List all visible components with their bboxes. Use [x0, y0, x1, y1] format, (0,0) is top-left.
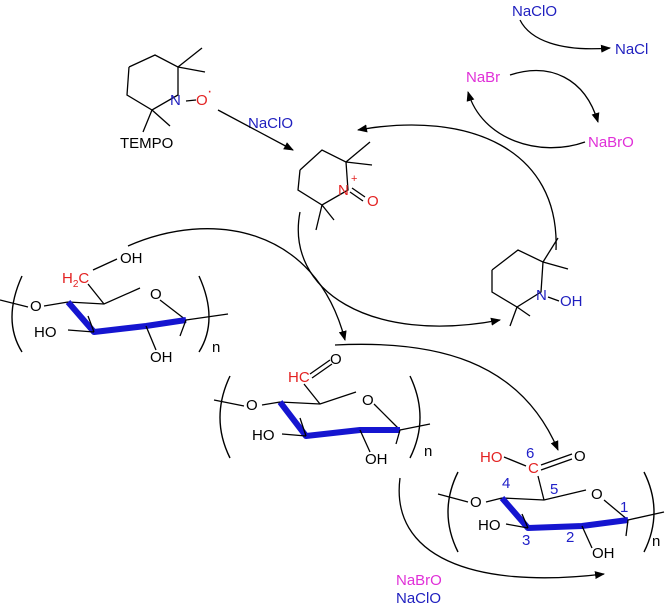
cellulose-bracket-left	[11, 275, 23, 353]
oxoammonium-o-atom: O	[367, 193, 379, 210]
overall-oxidation-arrow	[398, 477, 605, 580]
aldehyde-repeat-n: n	[424, 443, 432, 460]
cellulose-oh-top: OH	[120, 250, 143, 267]
aldehyde-hc: HC	[288, 369, 310, 386]
aldehyde-bracket-right	[409, 375, 421, 459]
aldehyde-bracket-left	[219, 375, 231, 459]
aldehyde-o-top: O	[330, 351, 342, 368]
carbon-number-6: 6	[526, 445, 534, 462]
tempo-radical-dot: ·	[207, 83, 212, 100]
acid-ho-ring: HO	[478, 517, 501, 534]
oxoammonium-molecule: N + O	[297, 141, 379, 231]
hydroxylamine-molecule: N OH	[491, 237, 583, 327]
acid-o-top: O	[574, 448, 586, 465]
aldehyde-ring-o: O	[362, 392, 374, 409]
carbon-number-4: 4	[502, 475, 510, 492]
carbon-number-3: 3	[522, 532, 530, 549]
carboxyl-unit: HO C O O O HO OH 1 2 3 4 5 6 n	[437, 445, 665, 562]
naclo-to-nacl-arrow	[519, 19, 611, 53]
tempo-molecule: N O · TEMPO	[120, 47, 212, 152]
nabr-to-nabro-arrow	[509, 70, 600, 123]
aldehyde-ho: HO	[252, 427, 275, 444]
acid-ho-label: HO	[480, 449, 503, 466]
oxoammonium-charge: +	[351, 173, 357, 185]
acid-bracket-left	[447, 471, 459, 553]
hydroxylamine-n-atom: N	[536, 287, 547, 304]
acid-ring-o: O	[591, 486, 603, 503]
cellulose-ring-o: O	[150, 286, 162, 303]
carbon-number-5: 5	[550, 481, 558, 498]
oxoammonium-n-atom: N	[338, 182, 349, 199]
cellulose-repeat-n: n	[212, 339, 220, 356]
aldehyde-oxidation-arrow	[334, 343, 559, 451]
nabr-label: NaBr	[466, 69, 500, 86]
cellulose-h2c-h: H2C	[62, 270, 89, 290]
aldehyde-unit: HC O O O HO OH n	[213, 351, 432, 468]
bottom-naclo-label: NaClO	[396, 590, 441, 607]
tempo-name-label: TEMPO	[120, 135, 173, 152]
bottom-nabro-label: NaBrO	[396, 572, 442, 589]
tempo-n-atom: N	[170, 92, 181, 109]
acid-o-left: O	[470, 494, 482, 511]
cellulose-bracket-right	[198, 275, 210, 353]
bromide-cycle: NaClO NaCl NaBr NaBrO	[466, 3, 648, 151]
naclo-top-label: NaClO	[512, 3, 557, 20]
cellulose-oh-bottom: OH	[150, 349, 173, 366]
aldehyde-o-left: O	[246, 397, 258, 414]
hydroxylamine-oh-group: OH	[560, 293, 583, 310]
carbon-number-2: 2	[566, 529, 574, 546]
alcohol-oxidation-arrow	[127, 228, 347, 341]
acid-c-label: C	[528, 460, 539, 477]
reduction-arrow	[297, 211, 501, 327]
aldehyde-oh: OH	[365, 451, 388, 468]
acid-repeat-n: n	[652, 533, 660, 550]
carbon-number-1: 1	[620, 499, 628, 516]
tempo-o-atom: O	[196, 92, 208, 109]
acid-oh-ring: OH	[592, 545, 615, 562]
cellulose-ho: HO	[34, 324, 57, 341]
nabro-label: NaBrO	[588, 134, 634, 151]
cellulose-o-left: O	[30, 298, 42, 315]
nacl-label: NaCl	[615, 41, 648, 58]
naclo-mid-label: NaClO	[248, 115, 293, 132]
acid-bracket-right	[643, 471, 655, 553]
tempo-activation-arrow	[217, 109, 294, 151]
nabro-to-nabr-arrow	[466, 91, 586, 149]
regeneration-arrow	[357, 124, 557, 251]
cellulose-unit: OH H2C O O HO OH n	[0, 250, 229, 366]
